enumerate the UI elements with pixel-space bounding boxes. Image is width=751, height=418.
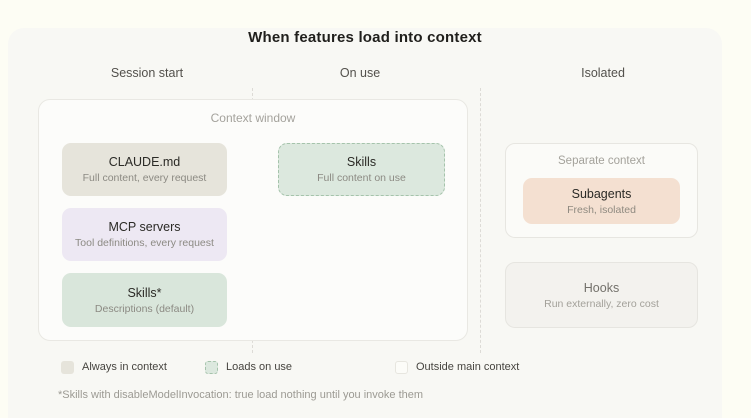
column-header-session-start: Session start — [110, 66, 184, 80]
always-in-context-swatch — [61, 360, 74, 374]
card-skills-on-use-title: Skills — [346, 155, 377, 169]
outside-main-context-swatch — [395, 360, 408, 374]
column-divider-right — [480, 88, 481, 353]
hooks-title: Hooks — [583, 280, 620, 295]
legend-item-loads-on-use: Loads on use — [205, 359, 292, 375]
card-mcp-servers-title: MCP servers — [108, 220, 181, 234]
hooks-subtitle: Run externally, zero cost — [544, 297, 659, 310]
card-subagents: Subagents Fresh, isolated — [523, 178, 680, 224]
card-mcp-servers: MCP servers Tool definitions, every requ… — [62, 208, 227, 261]
separate-context-label: Separate context — [558, 155, 645, 167]
legend-label-always-in-context: Always in context — [82, 361, 167, 373]
legend-label-outside-main-context: Outside main context — [416, 361, 520, 373]
card-skills-default-title: Skills* — [127, 285, 162, 300]
loads-on-use-swatch — [205, 360, 218, 374]
card-skills-on-use-subtitle: Full content on use — [317, 172, 406, 184]
card-skills-default: Skills* Descriptions (default) — [62, 273, 227, 327]
card-claude-md: CLAUDE.md Full content, every request — [62, 143, 227, 196]
card-claude-md-subtitle: Full content, every request — [82, 172, 207, 184]
column-header-on-use: On use — [339, 66, 381, 80]
footnote: *Skills with disableModelInvocation: tru… — [58, 389, 424, 401]
card-skills-default-subtitle: Descriptions (default) — [94, 302, 195, 315]
hooks-box: Hooks Run externally, zero cost — [505, 262, 698, 328]
card-subagents-title: Subagents — [571, 186, 632, 201]
context-window-label: Context window — [210, 111, 296, 125]
column-header-isolated: Isolated — [581, 66, 625, 80]
card-claude-md-title: CLAUDE.md — [108, 155, 181, 169]
card-skills-on-use: Skills Full content on use — [278, 143, 445, 196]
legend-item-outside-main-context: Outside main context — [395, 359, 519, 375]
card-subagents-subtitle: Fresh, isolated — [567, 203, 636, 216]
card-mcp-servers-subtitle: Tool definitions, every request — [75, 237, 214, 249]
diagram-title: When features load into context — [248, 29, 482, 46]
legend-label-loads-on-use: Loads on use — [226, 361, 293, 373]
legend-item-always-in-context: Always in context — [61, 359, 167, 375]
